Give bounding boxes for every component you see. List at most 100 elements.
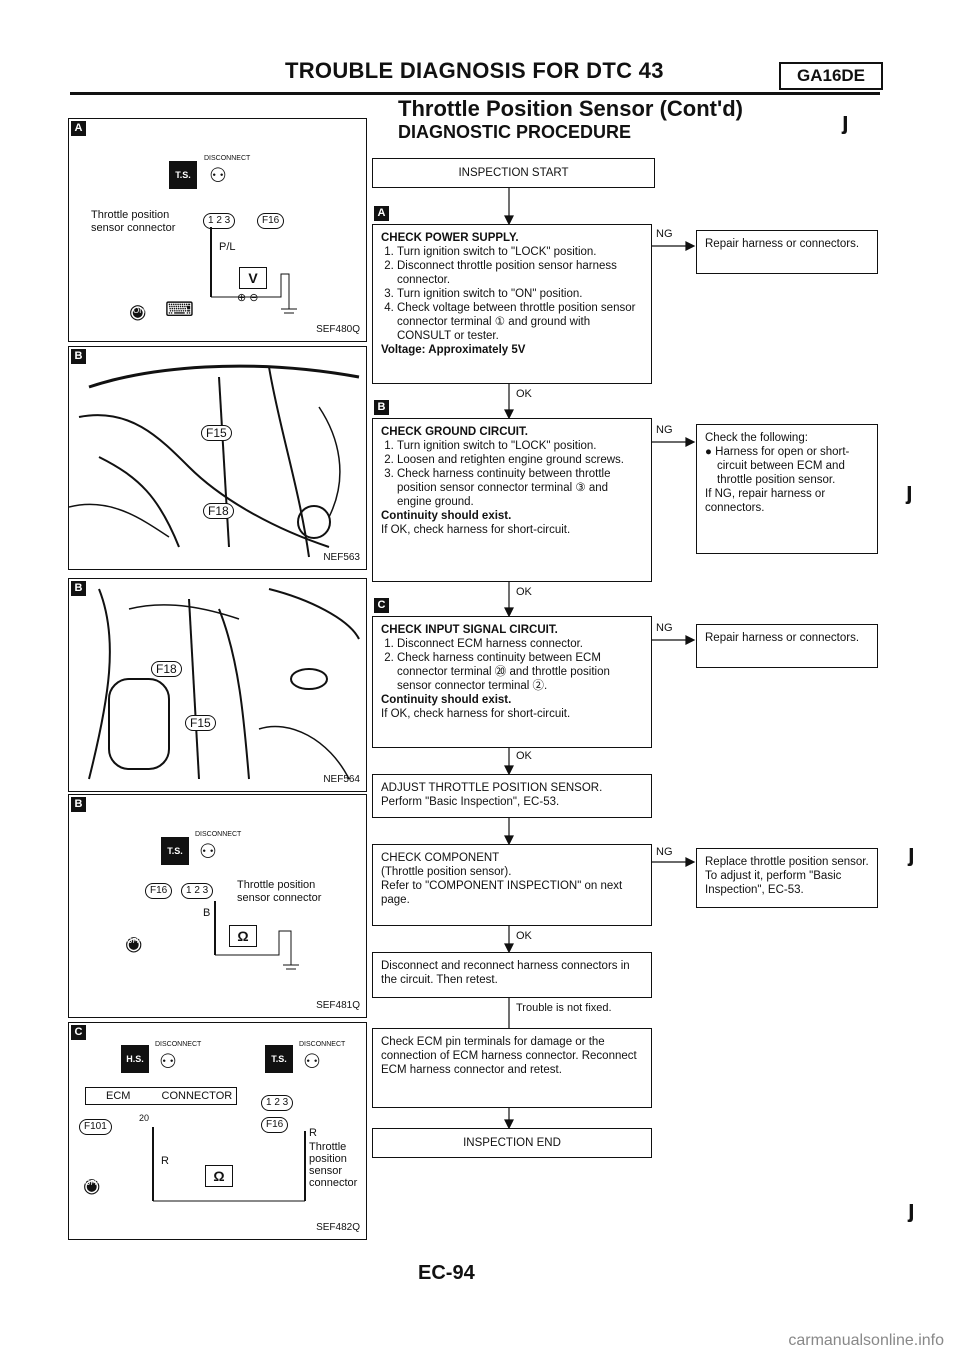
connector-pins: 1 2 3 — [181, 883, 214, 899]
step-a-title: CHECK POWER SUPPLY. — [381, 232, 519, 244]
panel-tag: C — [71, 1025, 86, 1040]
margin-mark-icon: ȷ — [906, 478, 913, 505]
wire-color: P/L — [219, 241, 236, 253]
inspection-end: INSPECTION END — [372, 1128, 652, 1158]
wire-right: R — [309, 1127, 317, 1139]
margin-mark-icon: ȷ — [908, 840, 915, 867]
disconnect-hs-icon: H.S. — [121, 1045, 149, 1073]
ignition-state: OFF — [127, 938, 141, 945]
connector-pins: 1 2 3 — [261, 1095, 294, 1111]
step-b-note: If OK, check harness for short-circuit. — [381, 524, 571, 536]
panel-tag: A — [71, 121, 86, 136]
panel-a-diagram: A T.S. DISCONNECT ⚇ Throttle position se… — [68, 118, 367, 342]
meter-terminals: ⊕ ⊖ — [237, 292, 259, 304]
adjust-box: ADJUST THROTTLE POSITION SENSOR. Perform… — [372, 774, 652, 818]
sensor-label-2: position — [309, 1153, 347, 1165]
component-line2: (Throttle position sensor). — [381, 866, 512, 878]
ignition-off-icon: ◉ — [83, 1175, 101, 1197]
sensor-label-3: sensor — [309, 1165, 343, 1177]
step-b-item: Loosen and retighten engine ground screw… — [397, 453, 643, 467]
step-c-ng-action: Repair harness or connectors. — [696, 624, 878, 668]
panel-b2-engine-photo: B F18 F15 NEF564 — [68, 578, 367, 792]
connector-id: F16 — [257, 213, 285, 229]
step-b-ng: NG — [656, 424, 673, 436]
sensor-label-1: Throttle position — [237, 879, 316, 891]
connector-plug-icon: ⚇ — [303, 1051, 321, 1073]
panel-a-wires — [210, 227, 297, 314]
step-b-list: Turn ignition switch to "LOCK" position.… — [381, 439, 643, 509]
figure-ref: NEF563 — [323, 552, 360, 563]
connector-f101: F101 — [79, 1119, 112, 1135]
disconnect-label: DISCONNECT — [204, 155, 251, 162]
panel-b3-diagram: B T.S. DISCONNECT ⚇ F16 1 2 3 Throttle p… — [68, 794, 367, 1018]
component-box: CHECK COMPONENT (Throttle position senso… — [372, 844, 652, 926]
panel-b1-engine-photo: B F15 F18 NEF563 — [68, 346, 367, 570]
step-b-result: Continuity should exist. — [381, 510, 512, 522]
step-c-list: Disconnect ECM harness connector. Check … — [381, 637, 643, 693]
wire-color: B — [203, 907, 211, 919]
sensor-label-1: Throttle position — [91, 209, 170, 221]
panel-c-wires — [152, 1127, 306, 1202]
connector-pins: 1 2 3 — [203, 213, 236, 229]
location-f15: F15 — [201, 425, 232, 441]
step-b-ng-bullet: ● Harness for open or short-circuit betw… — [705, 446, 850, 486]
connector-plug-icon: ⚇ — [159, 1051, 177, 1073]
margin-mark-icon: ȷ — [908, 1196, 915, 1223]
step-b-ok: OK — [516, 586, 532, 598]
step-b-item: Check harness continuity between throttl… — [397, 467, 643, 509]
reconnect-box: Disconnect and reconnect harness connect… — [372, 952, 652, 998]
connector-id: F16 — [145, 883, 173, 899]
step-b-ng-action: Check the following: ● Harness for open … — [696, 424, 878, 554]
wire-left: R — [161, 1155, 169, 1167]
watermark: carmanualsonline.info — [788, 1332, 944, 1349]
step-a-item: Turn ignition switch to "ON" position. — [397, 287, 643, 301]
step-a-ok: OK — [516, 388, 532, 400]
ecm-pin: 20 — [139, 1113, 150, 1123]
step-b-item: Turn ignition switch to "LOCK" position. — [397, 439, 643, 453]
figure-ref: SEF481Q — [316, 1000, 360, 1011]
component-ng-action: Replace throttle position sensor. To adj… — [696, 848, 878, 908]
connector-plug-icon: ⚇ — [209, 165, 227, 187]
header-rule — [70, 92, 880, 95]
reconnect-after: Trouble is not fixed. — [516, 1002, 612, 1014]
step-a-item: Turn ignition switch to "LOCK" position. — [397, 245, 643, 259]
step-a-item: Disconnect throttle position sensor harn… — [397, 259, 643, 287]
panel-tag: B — [71, 349, 86, 364]
adjust-line2: Perform "Basic Inspection", EC-53. — [381, 796, 560, 808]
location-f18: F18 — [151, 661, 182, 677]
connector-label: CONNECTOR — [161, 1090, 233, 1102]
adjust-line1: ADJUST THROTTLE POSITION SENSOR. — [381, 782, 603, 794]
component-ng: NG — [656, 846, 673, 858]
panel-b3-wires — [214, 901, 299, 970]
step-a-box: CHECK POWER SUPPLY. Turn ignition switch… — [372, 224, 652, 384]
ignition-state: ON — [133, 306, 145, 315]
ignition-state: OFF — [85, 1180, 99, 1187]
component-line3: Refer to "COMPONENT INSPECTION" on next … — [381, 880, 623, 906]
connector-plug-icon: ⚇ — [199, 841, 217, 863]
panel-tag: B — [71, 797, 86, 812]
ignition-off-icon: ◉ — [125, 933, 143, 955]
ignition-on-icon: ◉ — [129, 301, 147, 323]
step-a-tag: A — [374, 206, 389, 221]
step-c-note: If OK, check harness for short-circuit. — [381, 708, 571, 720]
page-number: EC-94 — [418, 1262, 475, 1284]
engine-sketch — [88, 588, 360, 780]
step-c-ok: OK — [516, 750, 532, 762]
panel-c-diagram: C H.S. DISCONNECT ⚇ T.S. DISCONNECT ⚇ EC… — [68, 1022, 367, 1240]
step-a-ng: NG — [656, 228, 673, 240]
step-c-tag: C — [374, 598, 389, 613]
disconnect-label-1: DISCONNECT — [155, 1041, 202, 1048]
ohmmeter-icon: Ω — [205, 1165, 233, 1187]
figure-ref: SEF480Q — [316, 324, 360, 335]
component-line1: CHECK COMPONENT — [381, 852, 500, 864]
disconnect-icon: T.S. — [161, 837, 189, 865]
step-b-ng-title: Check the following: — [705, 432, 808, 444]
sensor-label-1: Throttle — [309, 1141, 347, 1153]
disconnect-icon: T.S. — [169, 161, 197, 189]
ohmmeter-icon: Ω — [229, 925, 257, 947]
step-b-box: CHECK GROUND CIRCUIT. Turn ignition swit… — [372, 418, 652, 582]
step-a-item: Check voltage between throttle position … — [397, 301, 643, 343]
step-b-title: CHECK GROUND CIRCUIT. — [381, 426, 528, 438]
figure-ref: NEF564 — [323, 774, 360, 785]
component-ok: OK — [516, 930, 532, 942]
